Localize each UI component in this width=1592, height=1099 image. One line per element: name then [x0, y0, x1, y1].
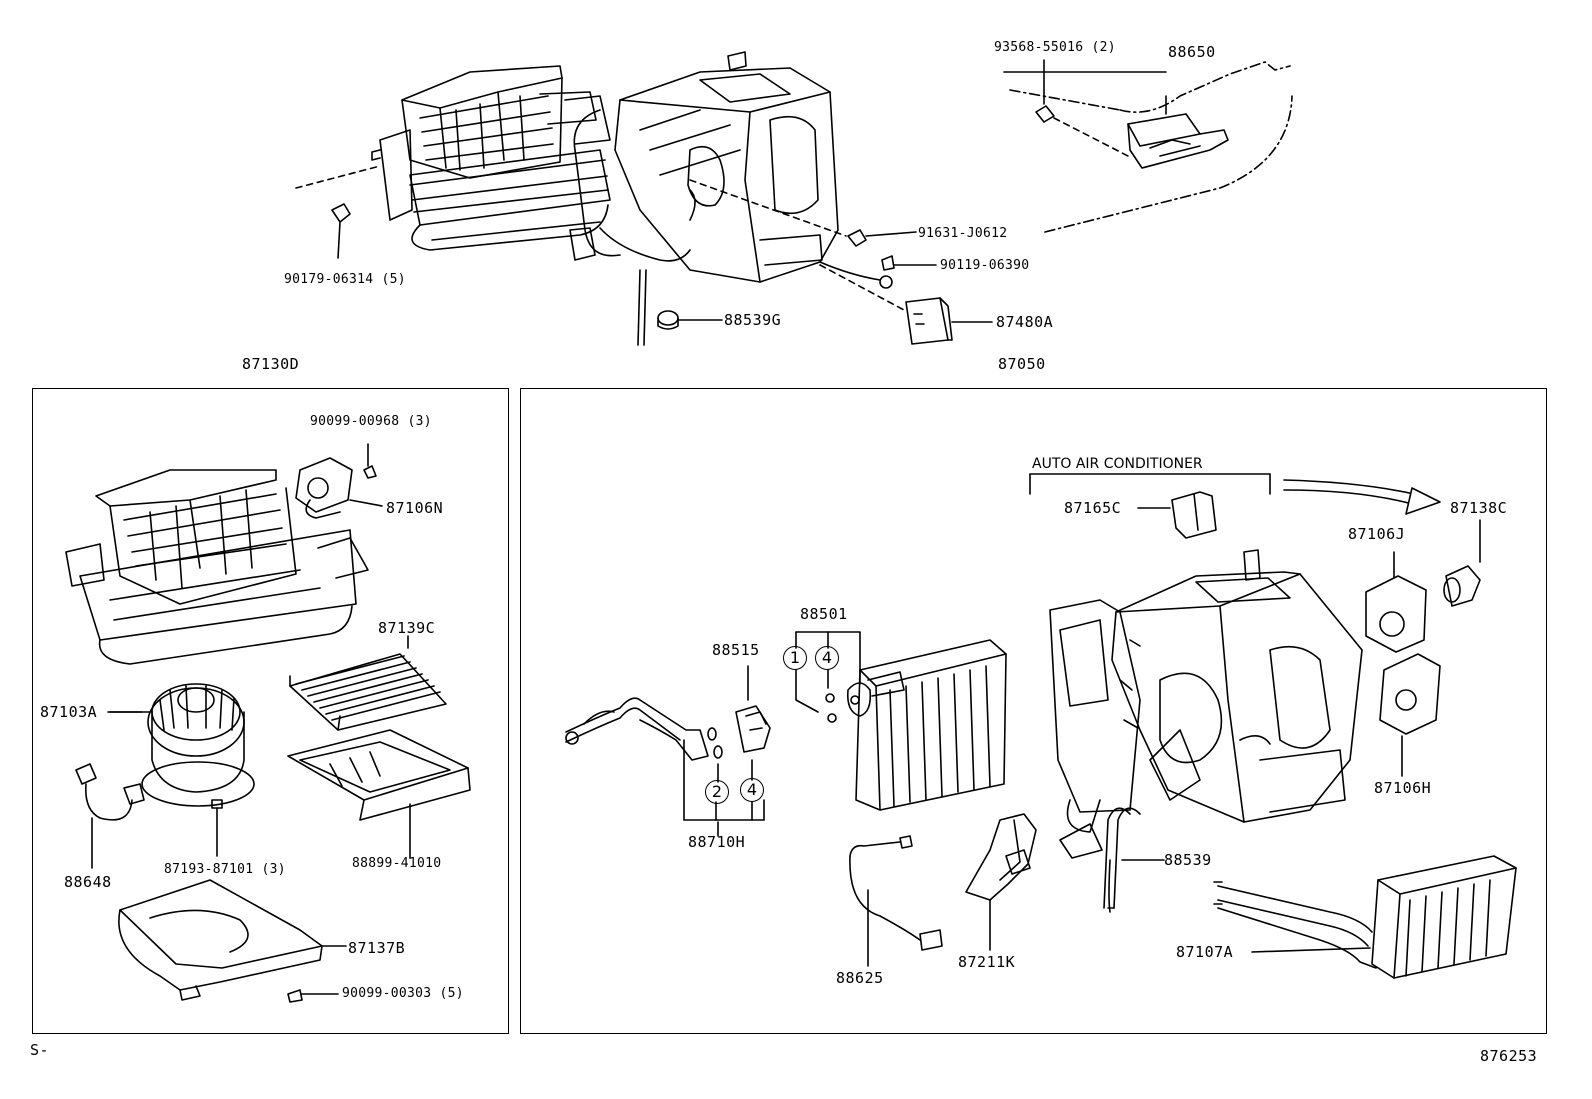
- servo-87106N-icon: [295, 457, 383, 519]
- label-90179-06314: 90179-06314 (5): [284, 272, 406, 287]
- arrow-icon: [1283, 479, 1441, 515]
- label-93568-55016: 93568-55016 (2): [994, 40, 1116, 55]
- circled-number-2: 2: [705, 780, 729, 804]
- label-87106N: 87106N: [386, 499, 444, 517]
- heater-core-87107A-drawing: [1213, 855, 1517, 979]
- label-87138C: 87138C: [1450, 499, 1508, 517]
- blower-case-87130D-drawing: [65, 469, 369, 665]
- sensor-87138C-icon: [1443, 519, 1481, 607]
- label-87050: 87050: [998, 355, 1046, 373]
- label-88648: 88648: [64, 873, 112, 891]
- label-87107A: 87107A: [1176, 943, 1234, 961]
- footer-illustration-number: 876253: [1480, 1047, 1538, 1065]
- amplifier-88650-drawing: [1009, 59, 1293, 233]
- label-87193-87101: 87193-87101 (3): [164, 862, 286, 877]
- circled-number-4: 4: [815, 646, 839, 670]
- footer-left-code: S-: [30, 1041, 50, 1059]
- grommet-88539G-icon: [657, 310, 723, 330]
- sensor-wire-88625-drawing: [849, 835, 943, 967]
- label-87130D: 87130D: [242, 355, 300, 373]
- label-88539: 88539: [1164, 851, 1212, 869]
- screw-90099-00968-icon: [363, 443, 377, 479]
- duct-87211K-drawing: [965, 813, 1037, 951]
- label-87139C: 87139C: [378, 619, 436, 637]
- wire-88648-drawing: [75, 763, 145, 869]
- bolt-91631-icon: [689, 179, 917, 247]
- bracket-lines: [683, 631, 861, 837]
- label-87106H: 87106H: [1374, 779, 1432, 797]
- label-91631-J0612: 91631-J0612: [918, 226, 1008, 241]
- label-auto-air-conditioner: AUTO AIR CONDITIONER: [1032, 456, 1203, 472]
- label-87480A: 87480A: [996, 313, 1054, 331]
- label-88501: 88501: [800, 605, 848, 623]
- frame-87130D: [32, 388, 509, 1034]
- label-87137B: 87137B: [348, 939, 406, 957]
- hose-88539-drawing: [1103, 807, 1165, 909]
- circled-number-1: 1: [783, 646, 807, 670]
- leader-lines: [107, 71, 1167, 713]
- lower-case-87137B-drawing: [118, 879, 347, 1001]
- label-88515: 88515: [712, 641, 760, 659]
- filter-case-88899-drawing: [287, 729, 471, 859]
- screw-90119-icon: [881, 255, 937, 271]
- label-88625: 88625: [836, 969, 884, 987]
- servo-87106H-icon: [1379, 653, 1441, 777]
- label-87103A: 87103A: [40, 703, 98, 721]
- tube-88710H-drawing: [565, 697, 723, 761]
- valve-88515-icon: [735, 665, 771, 753]
- label-90099-00303: 90099-00303 (5): [342, 986, 464, 1001]
- blower-motor-87103A-drawing: [109, 683, 255, 807]
- heater-case-87050-drawing: [1049, 549, 1363, 913]
- label-90099-00968: 90099-00968 (3): [310, 414, 432, 429]
- top-heater-case-drawing: [564, 51, 893, 346]
- label-87165C: 87165C: [1064, 499, 1122, 517]
- label-88899-41010: 88899-41010: [352, 856, 442, 871]
- label-87211K: 87211K: [958, 953, 1016, 971]
- sensor-87165C-icon: [1137, 491, 1217, 539]
- computer-87480A-icon: [819, 264, 993, 345]
- screw-87193-icon: [211, 799, 223, 857]
- servo-87106J-icon: [1365, 551, 1427, 653]
- label-88710H: 88710H: [688, 833, 746, 851]
- frame-87050: [520, 388, 1547, 1034]
- label-88650: 88650: [1168, 43, 1216, 61]
- label-90119-06390: 90119-06390: [940, 258, 1030, 273]
- auto-ac-bracket: [1029, 473, 1271, 495]
- label-87106J: 87106J: [1348, 525, 1406, 543]
- screw-90099-00303-icon: [287, 989, 339, 1003]
- label-88539G: 88539G: [724, 311, 782, 329]
- clip-90179-icon: [295, 165, 381, 259]
- filter-87139C-drawing: [289, 635, 447, 731]
- top-blower-unit-drawing: [371, 65, 611, 251]
- circled-number-4-lower: 4: [740, 778, 764, 802]
